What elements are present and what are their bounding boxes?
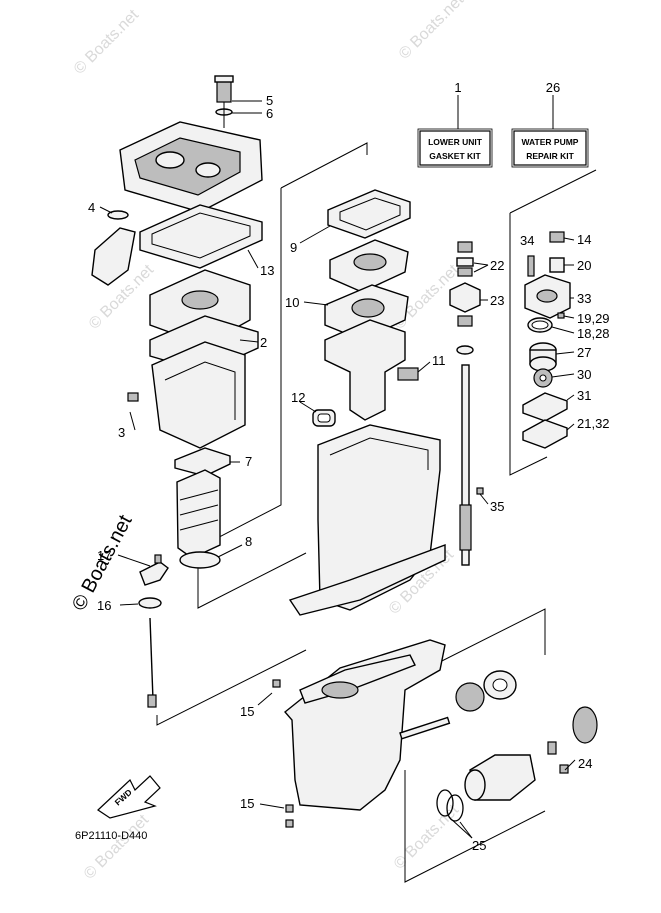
part-lower-casing[interactable]	[283, 639, 446, 811]
callout-2: 2	[260, 335, 267, 350]
callout-24: 24	[578, 756, 592, 771]
part-upper-casing-plate[interactable]	[119, 121, 263, 213]
callout-15-lower: 15	[240, 796, 254, 811]
part-bolt-3[interactable]	[127, 392, 139, 402]
callout-25: 25	[472, 838, 486, 853]
part-seal-8[interactable]	[179, 551, 221, 569]
callout-17: 17	[97, 548, 111, 563]
kit-1-line2: GASKET KIT	[429, 151, 481, 161]
callout-10: 10	[285, 295, 299, 310]
part-pump-housing[interactable]	[524, 274, 571, 319]
callout-14: 14	[577, 232, 591, 247]
part-driveshaft[interactable]	[459, 364, 472, 566]
part-gasket-21[interactable]	[522, 419, 568, 449]
part-pin-19[interactable]	[557, 312, 565, 319]
group-frames	[156, 142, 597, 883]
part-impeller-30[interactable]	[533, 368, 553, 388]
part-oring-18[interactable]	[527, 317, 553, 333]
kit-box-water-pump-repair[interactable]: WATER PUMP REPAIR KIT	[511, 128, 589, 168]
part-exhaust-housing[interactable]	[151, 341, 246, 449]
kit-box-lower-unit-gasket[interactable]: LOWER UNIT GASKET KIT	[417, 128, 493, 168]
part-bearing-housing[interactable]	[449, 282, 481, 355]
callout-34: 34	[520, 233, 534, 248]
part-gear-bearing[interactable]	[455, 670, 517, 712]
fwd-arrow-icon: FWD	[97, 775, 161, 819]
part-propeller-shaft[interactable]	[399, 716, 451, 740]
callout-9: 9	[290, 240, 297, 255]
watermark: © Boats.net	[81, 811, 153, 883]
callout-33: 33	[577, 291, 591, 306]
part-seal-12[interactable]	[312, 409, 336, 427]
part-tube-20[interactable]	[549, 257, 565, 273]
callout-16: 16	[97, 598, 111, 613]
part-plate-31[interactable]	[522, 392, 568, 422]
part-oring-16[interactable]	[138, 597, 162, 609]
diagram-code: 6P21110-D440	[75, 830, 147, 842]
watermark: © Boats.net	[396, 0, 468, 63]
kit-26-line2: REPAIR KIT	[526, 151, 574, 161]
part-upper-casing[interactable]	[288, 424, 446, 616]
callout-35: 35	[490, 499, 504, 514]
callout-23: 23	[490, 293, 504, 308]
callout-5: 5	[266, 93, 273, 108]
part-bolt-15a[interactable]	[272, 679, 281, 688]
part-bolt-35[interactable]	[476, 487, 484, 495]
part-dipstick[interactable]	[214, 75, 234, 128]
callout-27: 27	[577, 345, 591, 360]
part-gasket-upper[interactable]	[139, 204, 263, 269]
kit-1-line1: LOWER UNIT	[428, 137, 483, 147]
part-shift-rod[interactable]	[147, 617, 157, 708]
callout-8: 8	[245, 534, 252, 549]
part-clamp-17[interactable]	[139, 554, 169, 586]
part-gasket-7[interactable]	[174, 447, 231, 477]
callout-7: 7	[245, 454, 252, 469]
callout-4: 4	[88, 200, 95, 215]
part-bolt-34[interactable]	[527, 255, 535, 277]
callout-3: 3	[118, 425, 125, 440]
part-gasket-9[interactable]	[327, 189, 411, 239]
callout-18-28: 18,28	[577, 326, 610, 341]
callout-30: 30	[577, 367, 591, 382]
part-mount-11[interactable]	[397, 367, 419, 381]
part-cap[interactable]	[572, 706, 598, 744]
part-bolt-15b[interactable]	[285, 804, 294, 828]
part-gasket-plate[interactable]	[329, 239, 409, 293]
callout-1: 1	[454, 80, 461, 95]
part-insert-27[interactable]	[529, 342, 557, 372]
callout-22: 22	[490, 258, 504, 273]
part-bracket[interactable]	[91, 210, 136, 286]
part-shaft-housing[interactable]	[464, 754, 536, 801]
callout-20: 20	[577, 258, 591, 273]
callout-21-32: 21,32	[577, 416, 610, 431]
callout-12: 12	[291, 390, 305, 405]
callout-6: 6	[266, 106, 273, 121]
part-driveshaft-bushing[interactable]	[456, 241, 474, 277]
part-damper[interactable]	[176, 469, 221, 559]
callout-15-upper: 15	[240, 704, 254, 719]
watermark: © Boats.net	[391, 801, 463, 873]
part-grommet-14[interactable]	[549, 231, 565, 243]
callout-19-29: 19,29	[577, 311, 610, 326]
part-mount-housing[interactable]	[324, 319, 406, 421]
kit-26-line1: WATER PUMP	[522, 137, 579, 147]
part-oring-25[interactable]	[436, 789, 464, 822]
part-bolt-24[interactable]	[547, 741, 569, 774]
callout-26: 26	[546, 80, 560, 95]
callout-13: 13	[260, 263, 274, 278]
callout-11: 11	[432, 353, 446, 368]
callout-31: 31	[577, 388, 591, 403]
watermark: © Boats.net	[71, 6, 143, 78]
